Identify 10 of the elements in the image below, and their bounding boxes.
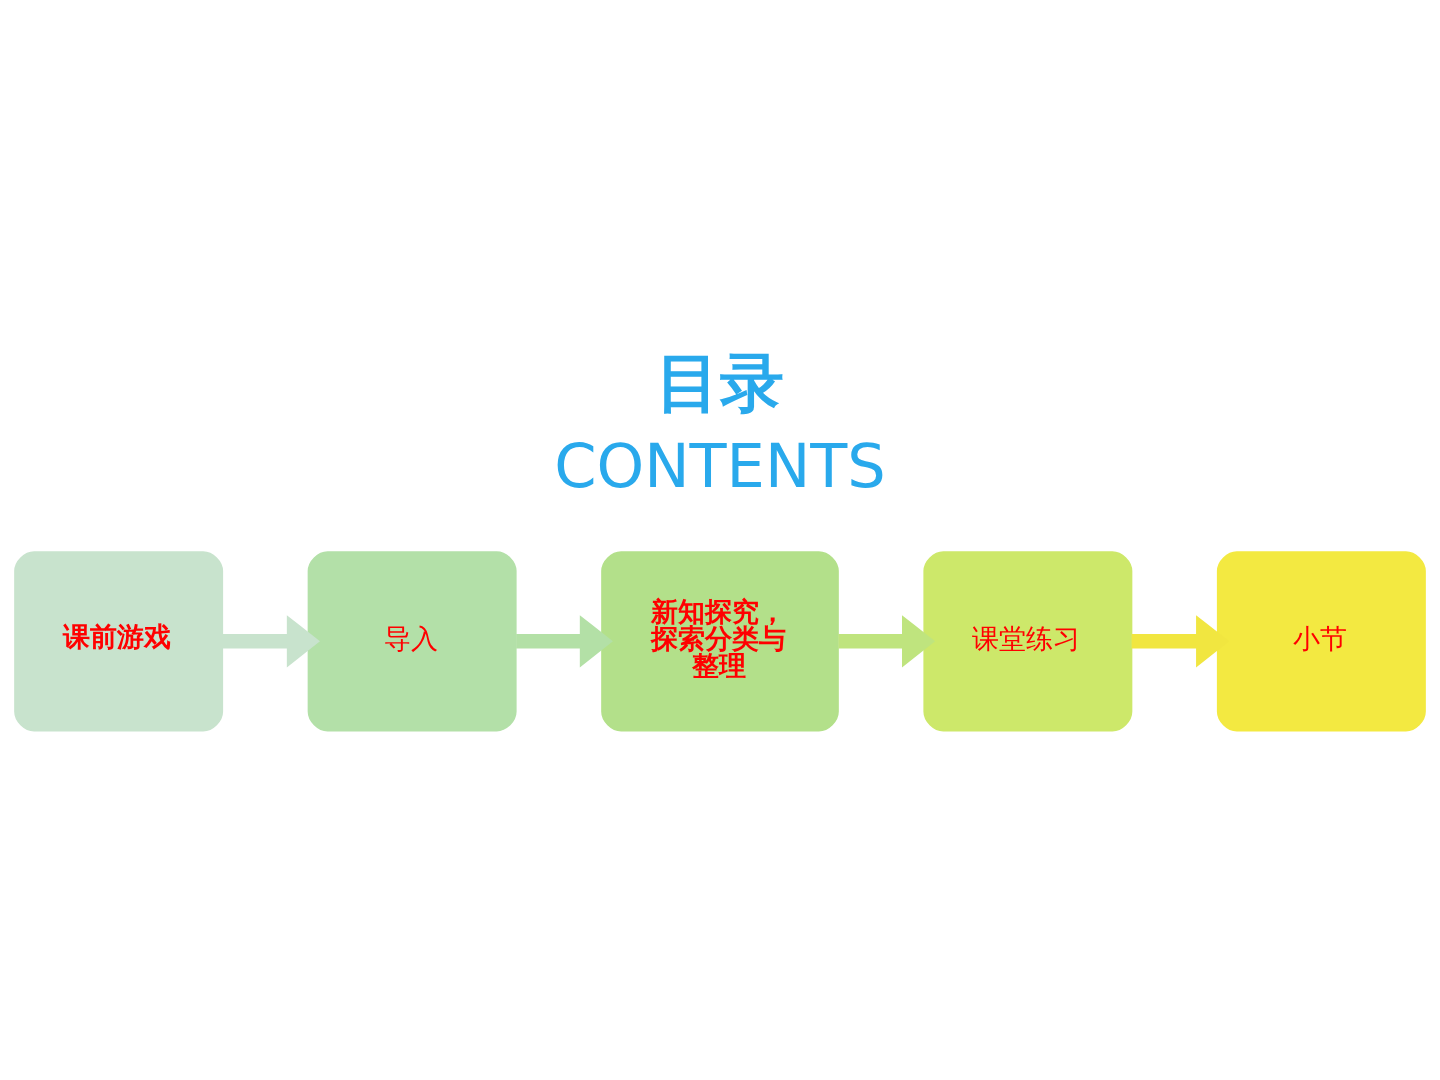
label: CONTENTS [554,431,886,502]
arrow [516,615,613,668]
arrow [222,615,320,668]
node-box: 课前游戏 [14,551,224,732]
node-box: 小节 [1216,551,1426,732]
arrow [838,615,936,668]
diagram-title: 目录 [656,346,785,421]
node-box: 新知探究，探索分类与整理 [601,551,839,732]
node-box: 导入 [307,551,517,732]
node-box: 课堂练习 [923,551,1133,732]
